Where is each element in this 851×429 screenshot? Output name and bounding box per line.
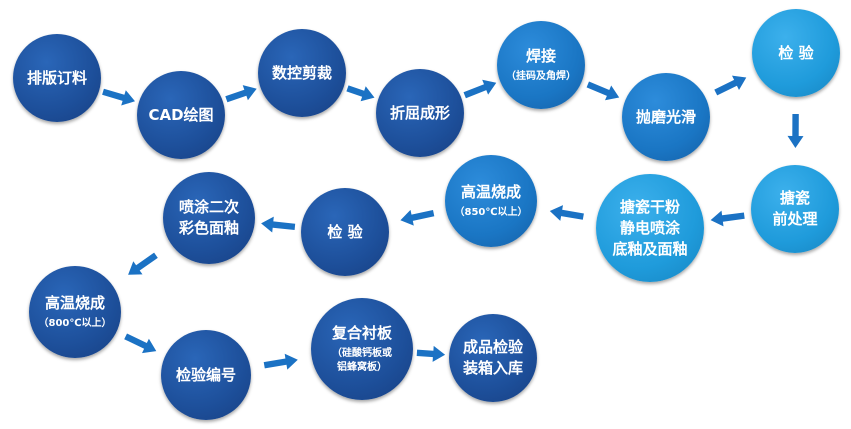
step-16-title: 成品检验 装箱入库 [462, 338, 523, 377]
step-2-node: CAD绘图 [137, 71, 225, 159]
step-8-title: 搪瓷 前处理 [772, 189, 818, 228]
step-2-title: CAD绘图 [148, 105, 214, 124]
step-7-title: 检 验 [778, 43, 814, 62]
flow-arrow-8-to-9 [710, 210, 745, 227]
flow-arrow-2-to-3 [225, 85, 257, 103]
step-3-node: 数控剪裁 [258, 29, 346, 117]
step-10-title: 高温烧成 [460, 183, 521, 201]
step-16-node: 成品检验 装箱入库 [449, 314, 537, 402]
step-9-node: 搪瓷干粉 静电喷涂 底釉及面釉 [596, 174, 704, 282]
step-11-node: 检 验 [301, 188, 389, 276]
flow-arrow-9-to-10 [549, 205, 584, 221]
step-14-node: 检验编号 [161, 330, 251, 420]
step-15-title: 复合衬板 [331, 324, 392, 342]
step-15-subtitle: （硅酸钙板或 铝蜂窝板） [332, 348, 392, 373]
step-9-title: 搪瓷干粉 静电喷涂 底釉及面釉 [612, 197, 688, 258]
step-1-node: 排版订料 [13, 34, 101, 122]
step-3-title: 数控剪裁 [271, 63, 332, 82]
step-13-subtitle: （800℃以上） [38, 318, 112, 329]
flow-arrow-15-to-16 [416, 345, 446, 362]
step-12-title: 喷涂二次 彩色面釉 [178, 198, 239, 237]
step-4-node: 折屈成形 [376, 69, 464, 157]
step-12-node: 喷涂二次 彩色面釉 [163, 172, 255, 264]
flow-arrow-14-to-15 [263, 353, 298, 370]
flow-arrow-1-to-2 [102, 88, 135, 106]
step-14-title: 检验编号 [175, 365, 236, 384]
step-15-node: 复合衬板 （硅酸钙板或 铝蜂窝板） [311, 298, 413, 400]
flow-arrow-7-to-8 [787, 114, 804, 148]
step-8-node: 搪瓷 前处理 [751, 165, 839, 253]
step-6-title: 抛磨光滑 [635, 107, 696, 126]
step-13-node: 高温烧成 （800℃以上） [29, 266, 121, 358]
step-7-node: 检 验 [752, 9, 840, 97]
flow-arrow-13-to-14 [124, 333, 157, 354]
step-5-node: 焊接 （挂码及角焊） [497, 21, 585, 109]
step-5-title: 焊接 [525, 47, 556, 65]
flow-arrow-6-to-7 [714, 75, 747, 96]
flow-arrow-12-to-13 [128, 252, 158, 275]
step-1-title: 排版订料 [26, 68, 87, 87]
step-13-title: 高温烧成 [44, 294, 105, 312]
step-6-node: 抛磨光滑 [622, 73, 710, 161]
flow-arrow-10-to-11 [400, 209, 435, 226]
flow-arrow-11-to-12 [261, 216, 296, 233]
step-4-title: 折屈成形 [389, 103, 450, 122]
step-5-subtitle: （挂码及角焊） [506, 71, 576, 82]
step-11-title: 检 验 [327, 222, 363, 241]
flow-arrow-3-to-4 [346, 85, 375, 102]
step-10-subtitle: （850℃以上） [454, 207, 528, 218]
step-10-node: 高温烧成 （850℃以上） [445, 155, 537, 247]
flow-arrow-5-to-6 [586, 81, 620, 101]
flow-arrow-4-to-5 [463, 79, 497, 99]
